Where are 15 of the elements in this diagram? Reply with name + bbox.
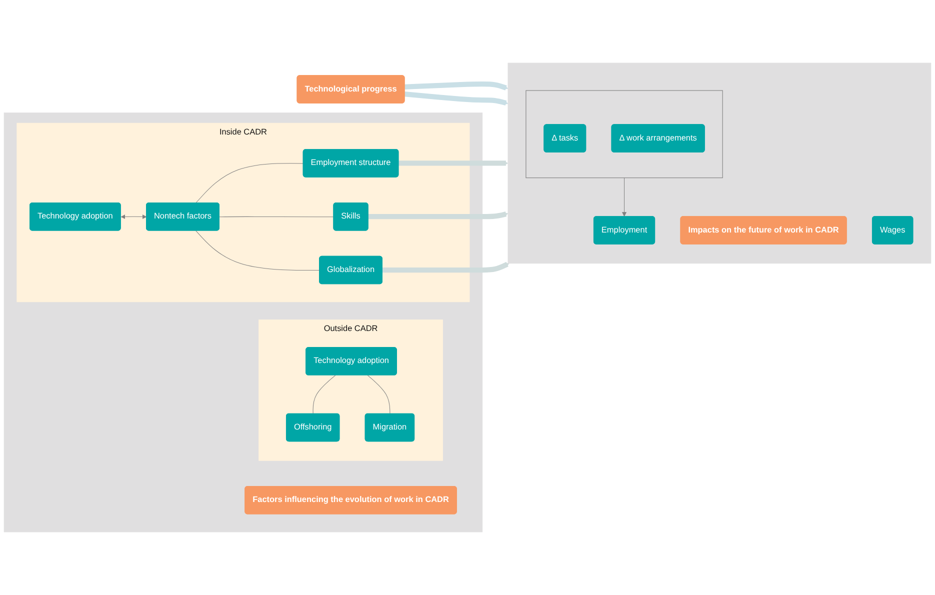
connector [219, 216, 334, 218]
arrow [404, 82, 508, 90]
connector [196, 163, 304, 204]
arrow [120, 214, 147, 220]
arrow [404, 92, 508, 106]
arrow [382, 262, 510, 273]
cluster [526, 90, 723, 178]
connector [312, 375, 336, 414]
arrow [622, 178, 627, 217]
arrow [368, 212, 508, 220]
connector [367, 375, 390, 414]
cluster [4, 112, 483, 532]
cluster [508, 62, 932, 264]
arrow [398, 160, 508, 166]
connector [196, 230, 320, 271]
